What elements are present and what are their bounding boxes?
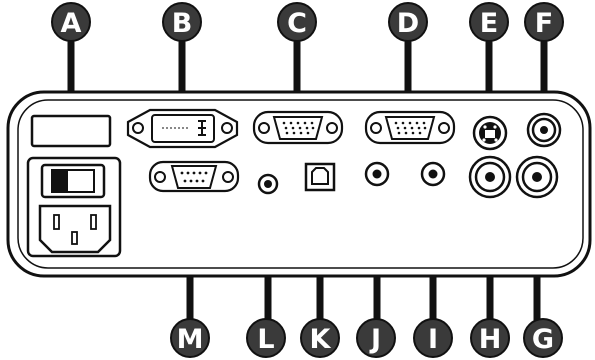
badge-i: I [413, 318, 453, 358]
badge-label-j: J [369, 324, 381, 355]
badge-f: F [524, 2, 564, 42]
svideo-key [485, 130, 495, 138]
port-m-rs232 [148, 160, 240, 193]
vga-d-screw-left [370, 122, 382, 134]
badge-label-d: D [397, 8, 419, 39]
dvi-screw-right [221, 122, 233, 134]
dvi-blade [198, 120, 206, 136]
port-j-audio [364, 161, 390, 187]
port-c-vga [252, 110, 344, 145]
ac-inlet-pin-ground [71, 231, 78, 245]
vga-d-socket [384, 116, 436, 140]
badge-m: M [170, 318, 210, 358]
port-e-svideo [472, 115, 508, 151]
vga-c-pins [282, 121, 315, 135]
vga-c-screw-right [326, 122, 338, 134]
badge-a: A [51, 2, 91, 42]
ac-inlet-icon [38, 204, 112, 254]
dvi-screw-left [132, 122, 144, 134]
badge-label-a: A [61, 8, 82, 39]
badge-label-l: L [257, 324, 274, 355]
badge-label-c: C [287, 8, 307, 39]
badge-k: K [300, 318, 340, 358]
port-l-jack [257, 173, 279, 195]
port-h-rca [468, 155, 512, 199]
badge-b: B [162, 2, 202, 42]
port-g-rca [515, 155, 559, 199]
port-a-plate [30, 114, 112, 148]
panel-inner [17, 99, 584, 269]
badge-e: E [469, 2, 509, 42]
badges-bottom: M L K J I H G [170, 318, 563, 358]
port-k-usb [304, 162, 336, 192]
vga-d-pins [394, 121, 427, 135]
port-f-rca [526, 112, 562, 148]
vga-c-screw-left [258, 122, 270, 134]
port-d-vga [364, 110, 456, 145]
badge-label-k: K [310, 324, 332, 355]
badge-c: C [277, 2, 317, 42]
badge-label-i: I [428, 324, 438, 355]
badge-label-e: E [480, 8, 498, 39]
badge-h: H [470, 318, 510, 358]
badge-label-b: B [172, 8, 193, 39]
power-switch-rocker-dark [52, 170, 68, 192]
badge-l: L [246, 318, 286, 358]
vga-c-socket [272, 116, 324, 140]
badge-label-m: M [177, 324, 204, 355]
badge-j: J [356, 318, 396, 358]
ac-inlet-pin-left [53, 214, 60, 230]
badge-label-h: H [479, 324, 502, 355]
power-block [26, 156, 122, 258]
badge-label-g: G [532, 324, 554, 355]
badge-g: G [523, 318, 563, 358]
port-b-dvi [126, 108, 239, 149]
ac-inlet-pin-right [90, 214, 97, 230]
badge-label-f: F [535, 8, 553, 39]
badge-d: D [388, 2, 428, 42]
port-i-audio [420, 161, 446, 187]
badges-top: A B C D E F [51, 2, 564, 42]
vga-d-screw-right [438, 122, 450, 134]
